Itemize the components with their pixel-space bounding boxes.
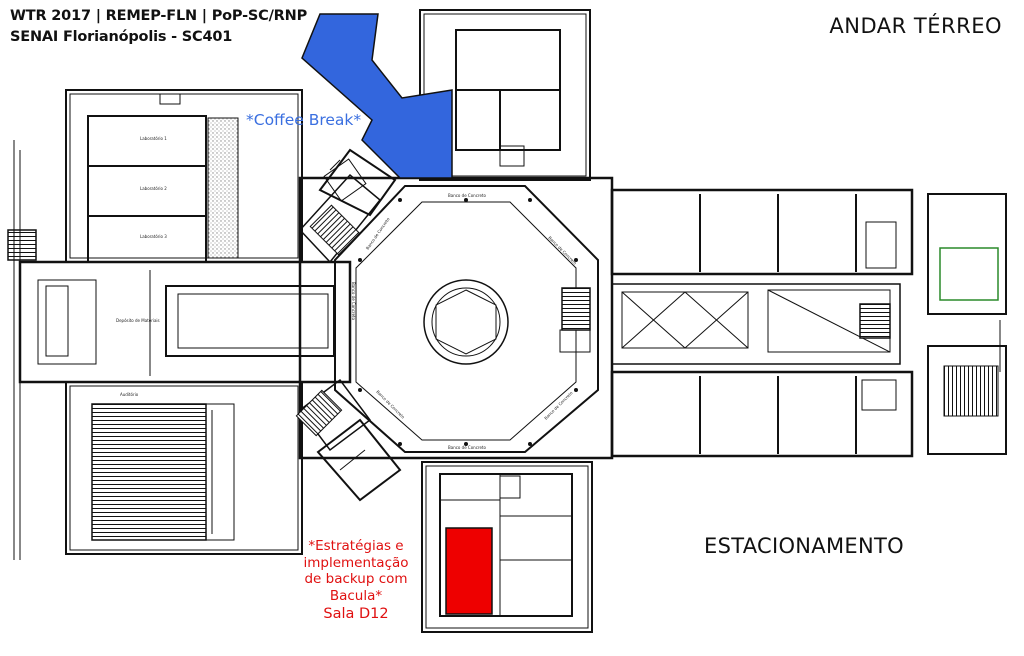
- west-wing: [7, 89, 352, 560]
- parking-label: ESTACIONAMENTO: [704, 534, 904, 558]
- column-markers: [358, 198, 578, 446]
- central-hall: [298, 176, 614, 460]
- plan-label-center-ne: Banco de Concreto: [547, 235, 578, 266]
- talk-label-line-3: de backup com: [304, 571, 408, 587]
- talk-label-line-1: *Estratégias e: [308, 538, 404, 554]
- plan-label-lab-1: Laboratório 1: [140, 136, 167, 141]
- plan-label-west-hall: Depósito de Materiais: [116, 318, 160, 323]
- plan-label-center-nw: Banco de Concreto: [365, 216, 391, 250]
- coffee-break-label: *Coffee Break*: [246, 111, 362, 129]
- talk-room-d12: [445, 527, 493, 615]
- event-title: WTR 2017 | REMEP-FLN | PoP-SC/RNP: [10, 8, 308, 24]
- coffee-break-room: [301, 13, 453, 179]
- talk-room-label: Sala D12: [323, 606, 389, 622]
- plan-label-center-north: Banco de Concreto: [448, 193, 486, 198]
- plan-label-lab-3: Laboratório 3: [140, 234, 167, 239]
- talk-label: *Estratégias e implementação de backup c…: [300, 538, 412, 623]
- floor-label: ANDAR TÉRREO: [829, 14, 1002, 38]
- plan-label-auditorium: Auditório: [120, 392, 139, 397]
- plan-label-center-west: Banco de Concreto: [351, 282, 356, 320]
- north-wing: [419, 9, 591, 181]
- north-west-link: [298, 148, 397, 264]
- south-west-link: [295, 378, 402, 502]
- venue-title: SENAI Florianópolis - SC401: [10, 29, 233, 45]
- south-wing: [421, 461, 593, 633]
- plan-label-center-south: Banco de Concreto: [448, 445, 486, 450]
- talk-label-line-2: implementação: [303, 554, 409, 571]
- plan-label-lab-2: Laboratório 2: [140, 186, 167, 191]
- talk-label-line-4: Bacula*: [329, 587, 383, 604]
- east-wing: [610, 188, 1007, 458]
- plan-label-center-se: Banco de Concreto: [543, 390, 574, 421]
- plan-label-center-sw: Banco de Concreto: [375, 389, 406, 420]
